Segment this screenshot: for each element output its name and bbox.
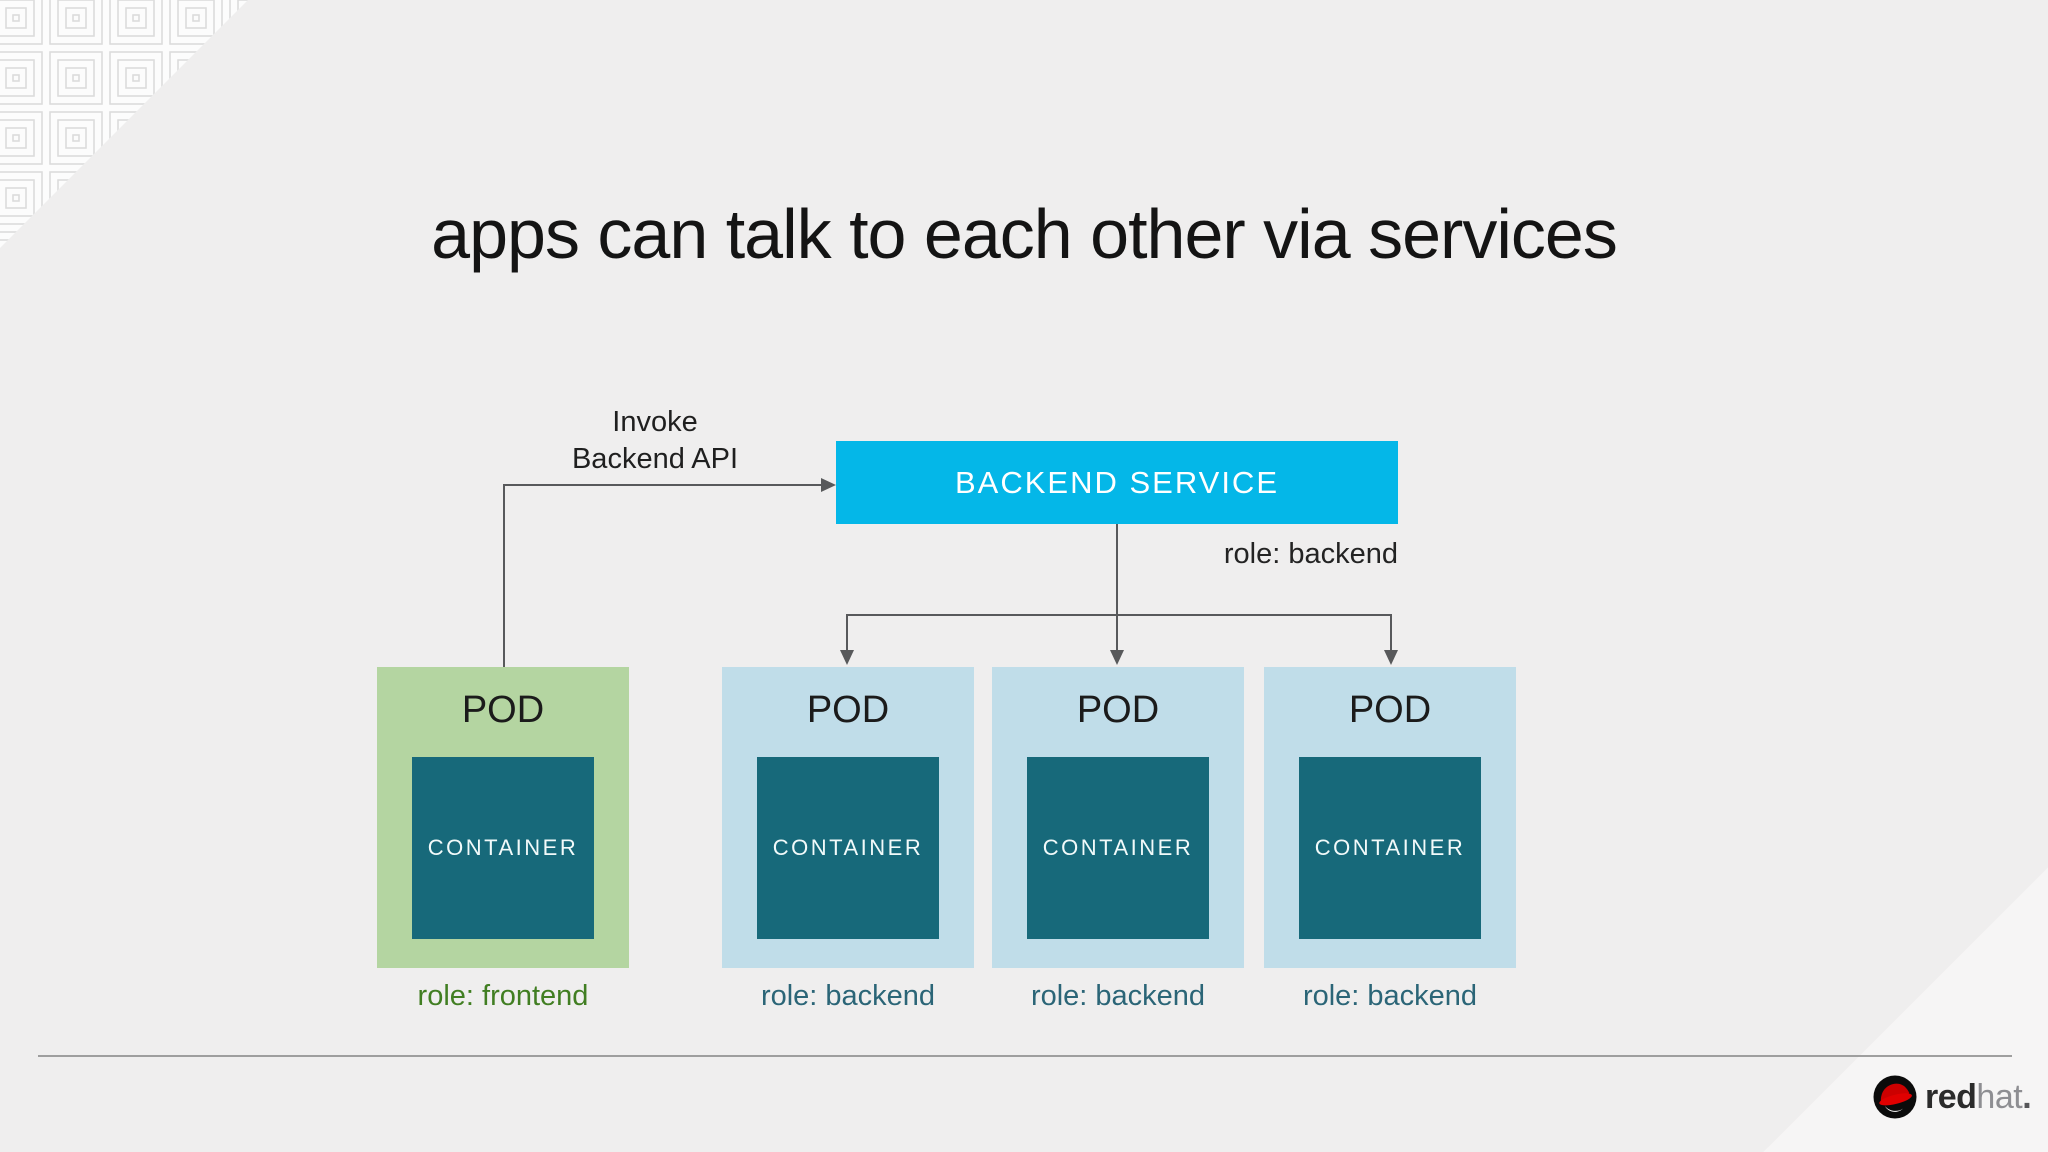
invoke-arrow-label: Invoke Backend API [455, 404, 855, 478]
footer-divider [38, 1055, 2012, 1057]
brand-red: red [1925, 1077, 1977, 1116]
container-box: CONTAINER [1299, 757, 1481, 939]
arrowhead-pod3-icon [1110, 650, 1124, 665]
redhat-fedora-icon [1873, 1075, 1917, 1119]
container-label: CONTAINER [427, 835, 579, 860]
backend-service-box: BACKEND SERVICE [836, 441, 1398, 524]
pod-backend-1: POD CONTAINER [722, 667, 974, 968]
connector-drop-left [846, 614, 848, 650]
container-box: CONTAINER [757, 757, 939, 939]
redhat-logo: redhat. [1872, 1072, 2032, 1122]
slide-title: apps can talk to each other via services [431, 195, 1618, 273]
arrowhead-pod4-icon [1384, 650, 1398, 665]
pod-title: POD [461, 689, 545, 731]
connector-invoke-horizontal [503, 484, 825, 486]
brand-wordmark: redhat. [1925, 1077, 2032, 1117]
container-label: CONTAINER [772, 835, 924, 860]
container-box: CONTAINER [412, 757, 594, 939]
pod-role-backend-label: role: backend [1302, 980, 1478, 1012]
pod-title: POD [1348, 689, 1432, 731]
invoke-label-line2: Backend API [571, 443, 739, 475]
connector-drop-right [1390, 614, 1392, 650]
container-box: CONTAINER [1027, 757, 1209, 939]
connector-service-vertical [1116, 524, 1118, 650]
invoke-label-line1: Invoke [612, 406, 698, 438]
service-role-label: role: backend [1223, 538, 1398, 570]
brand-hat: hat [1976, 1077, 2023, 1116]
brand-period: . [2022, 1077, 2032, 1116]
connector-frontend-vertical [503, 484, 505, 668]
pod-title: POD [1076, 689, 1160, 731]
pod-role-frontend-label: role: frontend [417, 980, 589, 1012]
container-label: CONTAINER [1314, 835, 1466, 860]
pod-role-backend-label: role: backend [1030, 980, 1206, 1012]
backend-service-label: BACKEND SERVICE [954, 464, 1279, 500]
arrowhead-into-service-icon [821, 478, 836, 492]
pod-backend-2: POD CONTAINER [992, 667, 1244, 968]
pod-role-backend-label: role: backend [760, 980, 936, 1012]
pod-title: POD [806, 689, 890, 731]
connector-distributor-horizontal [846, 614, 1392, 616]
pod-frontend: POD CONTAINER [377, 667, 629, 968]
pod-backend-3: POD CONTAINER [1264, 667, 1516, 968]
container-label: CONTAINER [1042, 835, 1194, 860]
arrowhead-pod2-icon [840, 650, 854, 665]
